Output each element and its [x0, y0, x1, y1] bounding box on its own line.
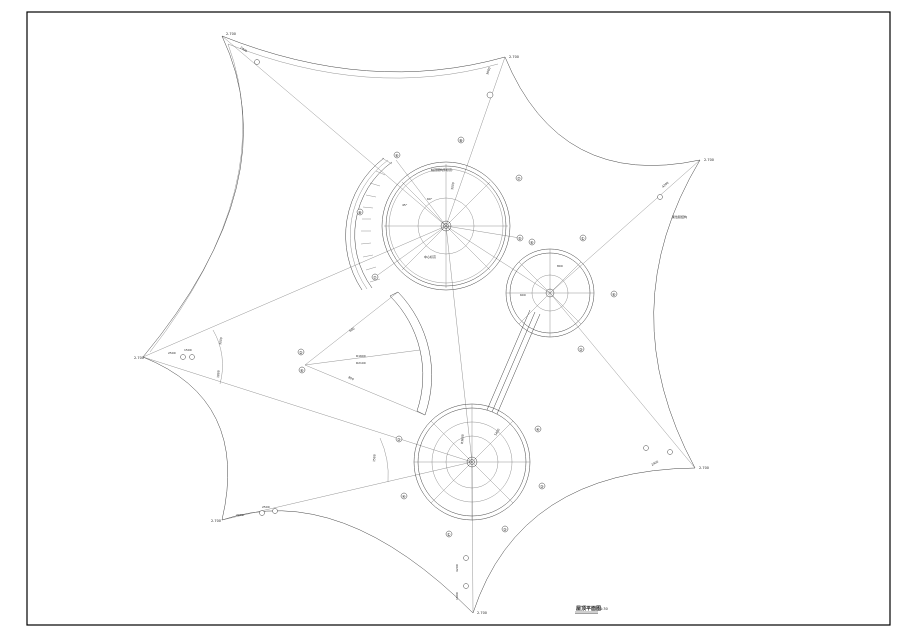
dim-label: 800: [557, 264, 563, 268]
dim-label: 2400: [651, 460, 660, 467]
dim-label: 45°: [402, 203, 408, 207]
dim-label: 5400: [493, 428, 500, 437]
title-block: 屋顶平面图 1:30: [575, 605, 608, 614]
detail-bubbles: ⑥ ⑧ ⑦ ⑧ ⑤ ⑥ ⑦ ① ⑥ ③ ② ⑥ ③ ④ ③ ④ ① ③: [297, 136, 618, 538]
bubble-14: ④: [536, 427, 540, 432]
dim-label: 3000: [450, 182, 455, 190]
bubble-13: ③: [397, 437, 401, 442]
bubble-4: ⑧: [358, 210, 362, 215]
mast-tag-2: 2.700: [509, 55, 519, 59]
mast-tag-5: 2.700: [477, 611, 487, 615]
bubble-12: ⑥: [300, 368, 304, 373]
dim-label: 3600: [485, 67, 491, 76]
bubble-11: ②: [299, 350, 303, 355]
dimension-labels: 3600 4200 2400 3000 1800 2500 1500 R1600…: [168, 46, 670, 600]
mast-tag-7: 2.700: [134, 356, 144, 360]
dim-label: R2100: [356, 361, 366, 365]
dim-label: 600: [520, 293, 526, 297]
dim-label: 1800: [455, 592, 459, 600]
note-top-circle: 柱顶钢构件标高:: [431, 167, 453, 172]
ring-bottom: [413, 403, 531, 521]
dim-label: 4200: [455, 564, 459, 572]
dim-label: 2400: [239, 46, 248, 54]
bubble-6: ⑥: [530, 240, 534, 245]
curved-bench: [304, 291, 432, 416]
dim-label: 60°: [427, 197, 433, 201]
dim-label: 3000: [218, 337, 223, 345]
bubble-10: ③: [579, 347, 583, 352]
dim-label: 4200: [661, 181, 669, 189]
mast-tag-1: 2.700: [226, 32, 236, 36]
bubble-15: ③: [540, 484, 544, 489]
drawing-scale: 1:30: [600, 607, 608, 611]
bubble-1: ⑥: [395, 153, 399, 158]
dim-label: 2500: [262, 505, 270, 509]
mast-elevation-tags: 2.700 2.700 2.700 2.700 2.700 2.700 2.70…: [134, 32, 714, 615]
membrane-edges: [142, 35, 701, 614]
bubble-2: ⑧: [459, 138, 463, 143]
bubble-5: ⑤: [518, 236, 522, 241]
ring-top: [374, 159, 521, 291]
dim-label: 1800: [216, 370, 221, 378]
bubble-3: ⑦: [517, 176, 521, 181]
dim-label: 1500: [372, 454, 377, 462]
dim-label: R3600: [460, 434, 465, 444]
mast-tag-3: 2.700: [704, 158, 714, 162]
drawing-title: 屋顶平面图: [576, 605, 601, 612]
tie-cables: [142, 35, 701, 614]
ring-right: [505, 248, 595, 338]
bubble-18: ③: [503, 527, 507, 532]
note-membrane: 柔性膜结构: [672, 214, 687, 219]
stair-arc: [345, 157, 393, 291]
bubble-16: ④: [402, 494, 406, 499]
dim-label: 600: [349, 326, 356, 332]
bubble-8: ①: [581, 236, 585, 241]
dim-label: 2500: [168, 351, 176, 355]
bubble-9: ⑥: [612, 292, 616, 297]
dim-label: 800: [348, 375, 355, 381]
dim-label: R1600: [356, 354, 366, 358]
bubble-7: ⑦: [373, 275, 377, 280]
note-center: 中心标高: [424, 254, 436, 259]
mast-tag-6: 2.700: [211, 519, 221, 523]
mast-tag-4: 2.700: [699, 466, 709, 470]
bubble-17: ①: [447, 532, 451, 537]
dim-label: 1500: [184, 348, 192, 352]
dim-label: 2000: [236, 513, 244, 517]
mast-markers: [180, 59, 673, 589]
sheet-border: [26, 11, 891, 626]
